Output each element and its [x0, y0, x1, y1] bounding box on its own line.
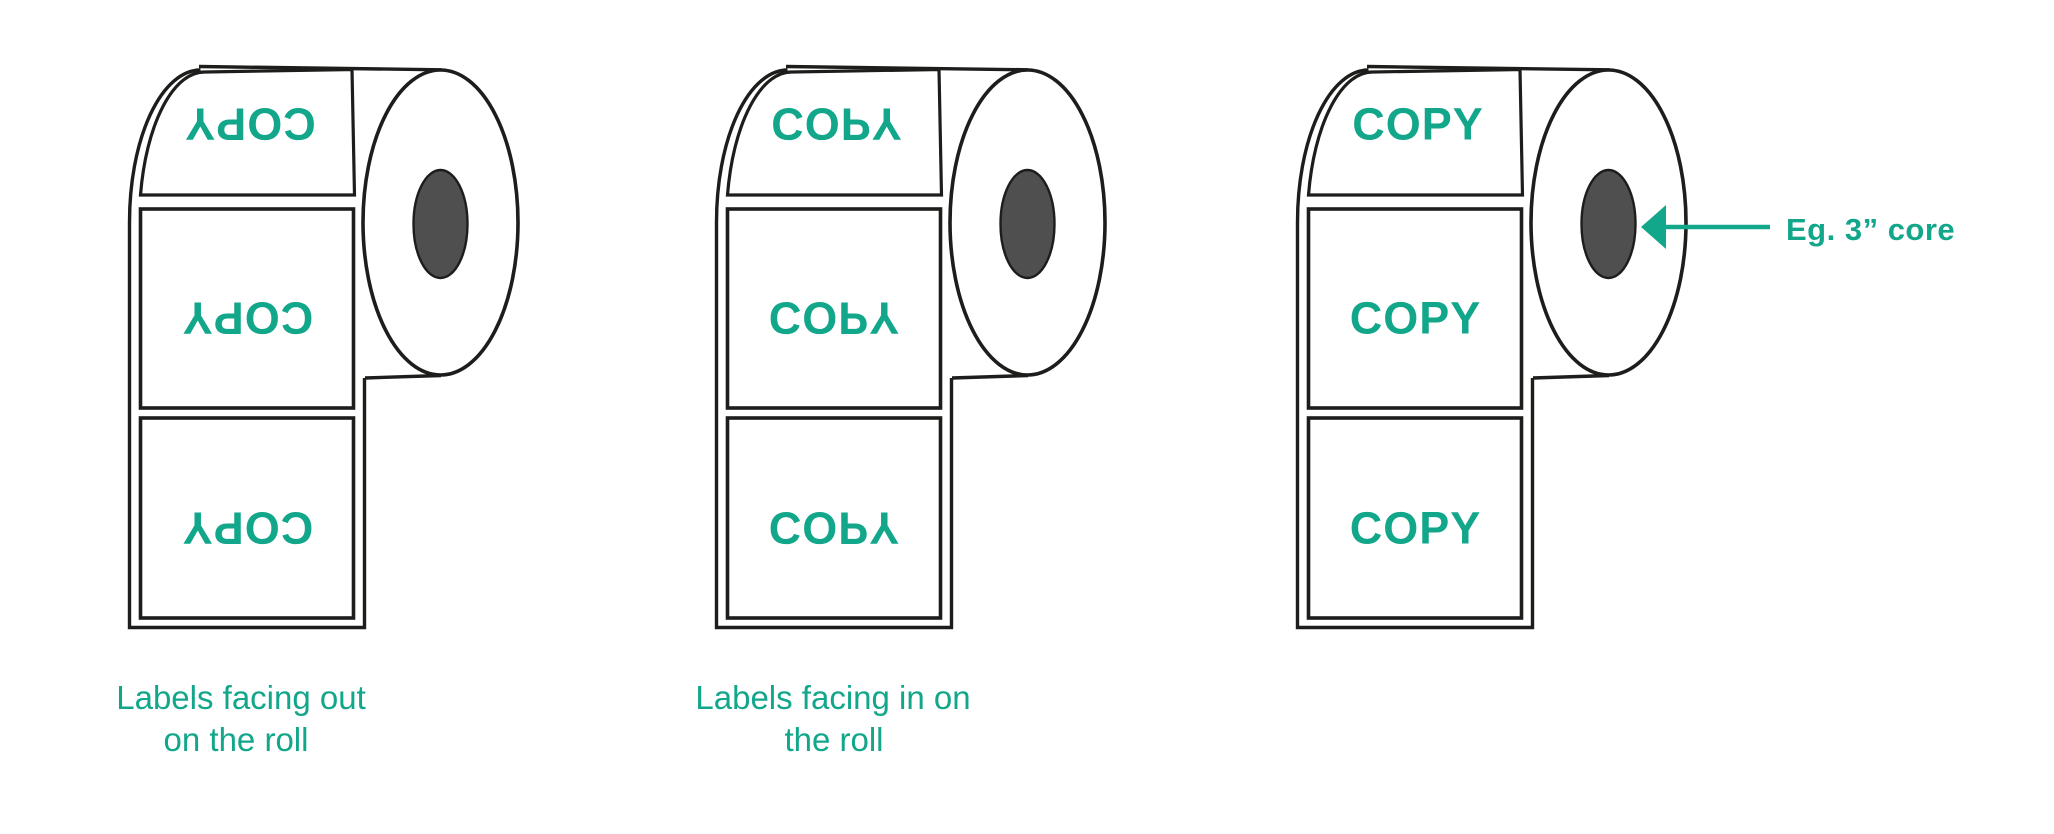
copy-label-text: COPY — [1350, 293, 1482, 344]
caption-line: the roll — [784, 721, 883, 758]
label-on-roll-top — [1306, 67, 1525, 197]
label-roll-upright: COPY COPY COPY — [1295, 64, 1688, 630]
roll-bottom-edge — [951, 373, 1029, 380]
label-blank — [1306, 207, 1524, 410]
copy-label-text: COPY — [769, 293, 901, 344]
core-annotation: Eg. 3” core — [1641, 205, 1955, 249]
copy-label-text: COPY — [184, 99, 316, 150]
label-blank — [725, 416, 943, 620]
roll-bottom-edge — [364, 373, 442, 380]
label-on-roll-top — [138, 67, 357, 197]
roll-core — [412, 168, 469, 280]
caption-line: Labels facing out — [116, 679, 366, 716]
roll-bottom-edge — [1532, 373, 1610, 380]
caption-line: Labels facing in on — [695, 679, 970, 716]
label-roll-facing-out: COPY COPY COPY — [127, 64, 520, 630]
roll-core — [999, 168, 1056, 280]
label-blank — [138, 416, 356, 620]
caption-line: on the roll — [164, 721, 309, 758]
roll-strip-outline — [714, 68, 954, 630]
copy-label-text: COPY — [1352, 99, 1484, 150]
label-on-roll-top — [725, 67, 944, 197]
roll-strip-outline — [127, 68, 367, 630]
label-blank — [1306, 416, 1524, 620]
core-annotation-arrow-head — [1641, 205, 1666, 249]
roll-strip-outline — [1295, 68, 1535, 630]
roll-top-edge — [1366, 64, 1610, 72]
label-roll-facing-in: COPY COPY COPY — [714, 64, 1107, 630]
caption-facing-out: Labels facing out on the roll — [116, 679, 366, 758]
label-blank — [725, 207, 943, 410]
label-blank — [138, 207, 356, 410]
copy-label-text: COPY — [182, 293, 314, 344]
copy-label-text: COPY — [1350, 503, 1482, 554]
core-annotation-label: Eg. 3” core — [1786, 212, 1955, 247]
copy-label-text: COPY — [771, 99, 903, 150]
roll-top-edge — [198, 64, 442, 72]
copy-label-text: COPY — [769, 503, 901, 554]
copy-label-text: COPY — [182, 503, 314, 554]
roll-top-edge — [785, 64, 1029, 72]
roll-core — [1580, 168, 1637, 280]
caption-facing-in: Labels facing in on the roll — [695, 679, 970, 758]
